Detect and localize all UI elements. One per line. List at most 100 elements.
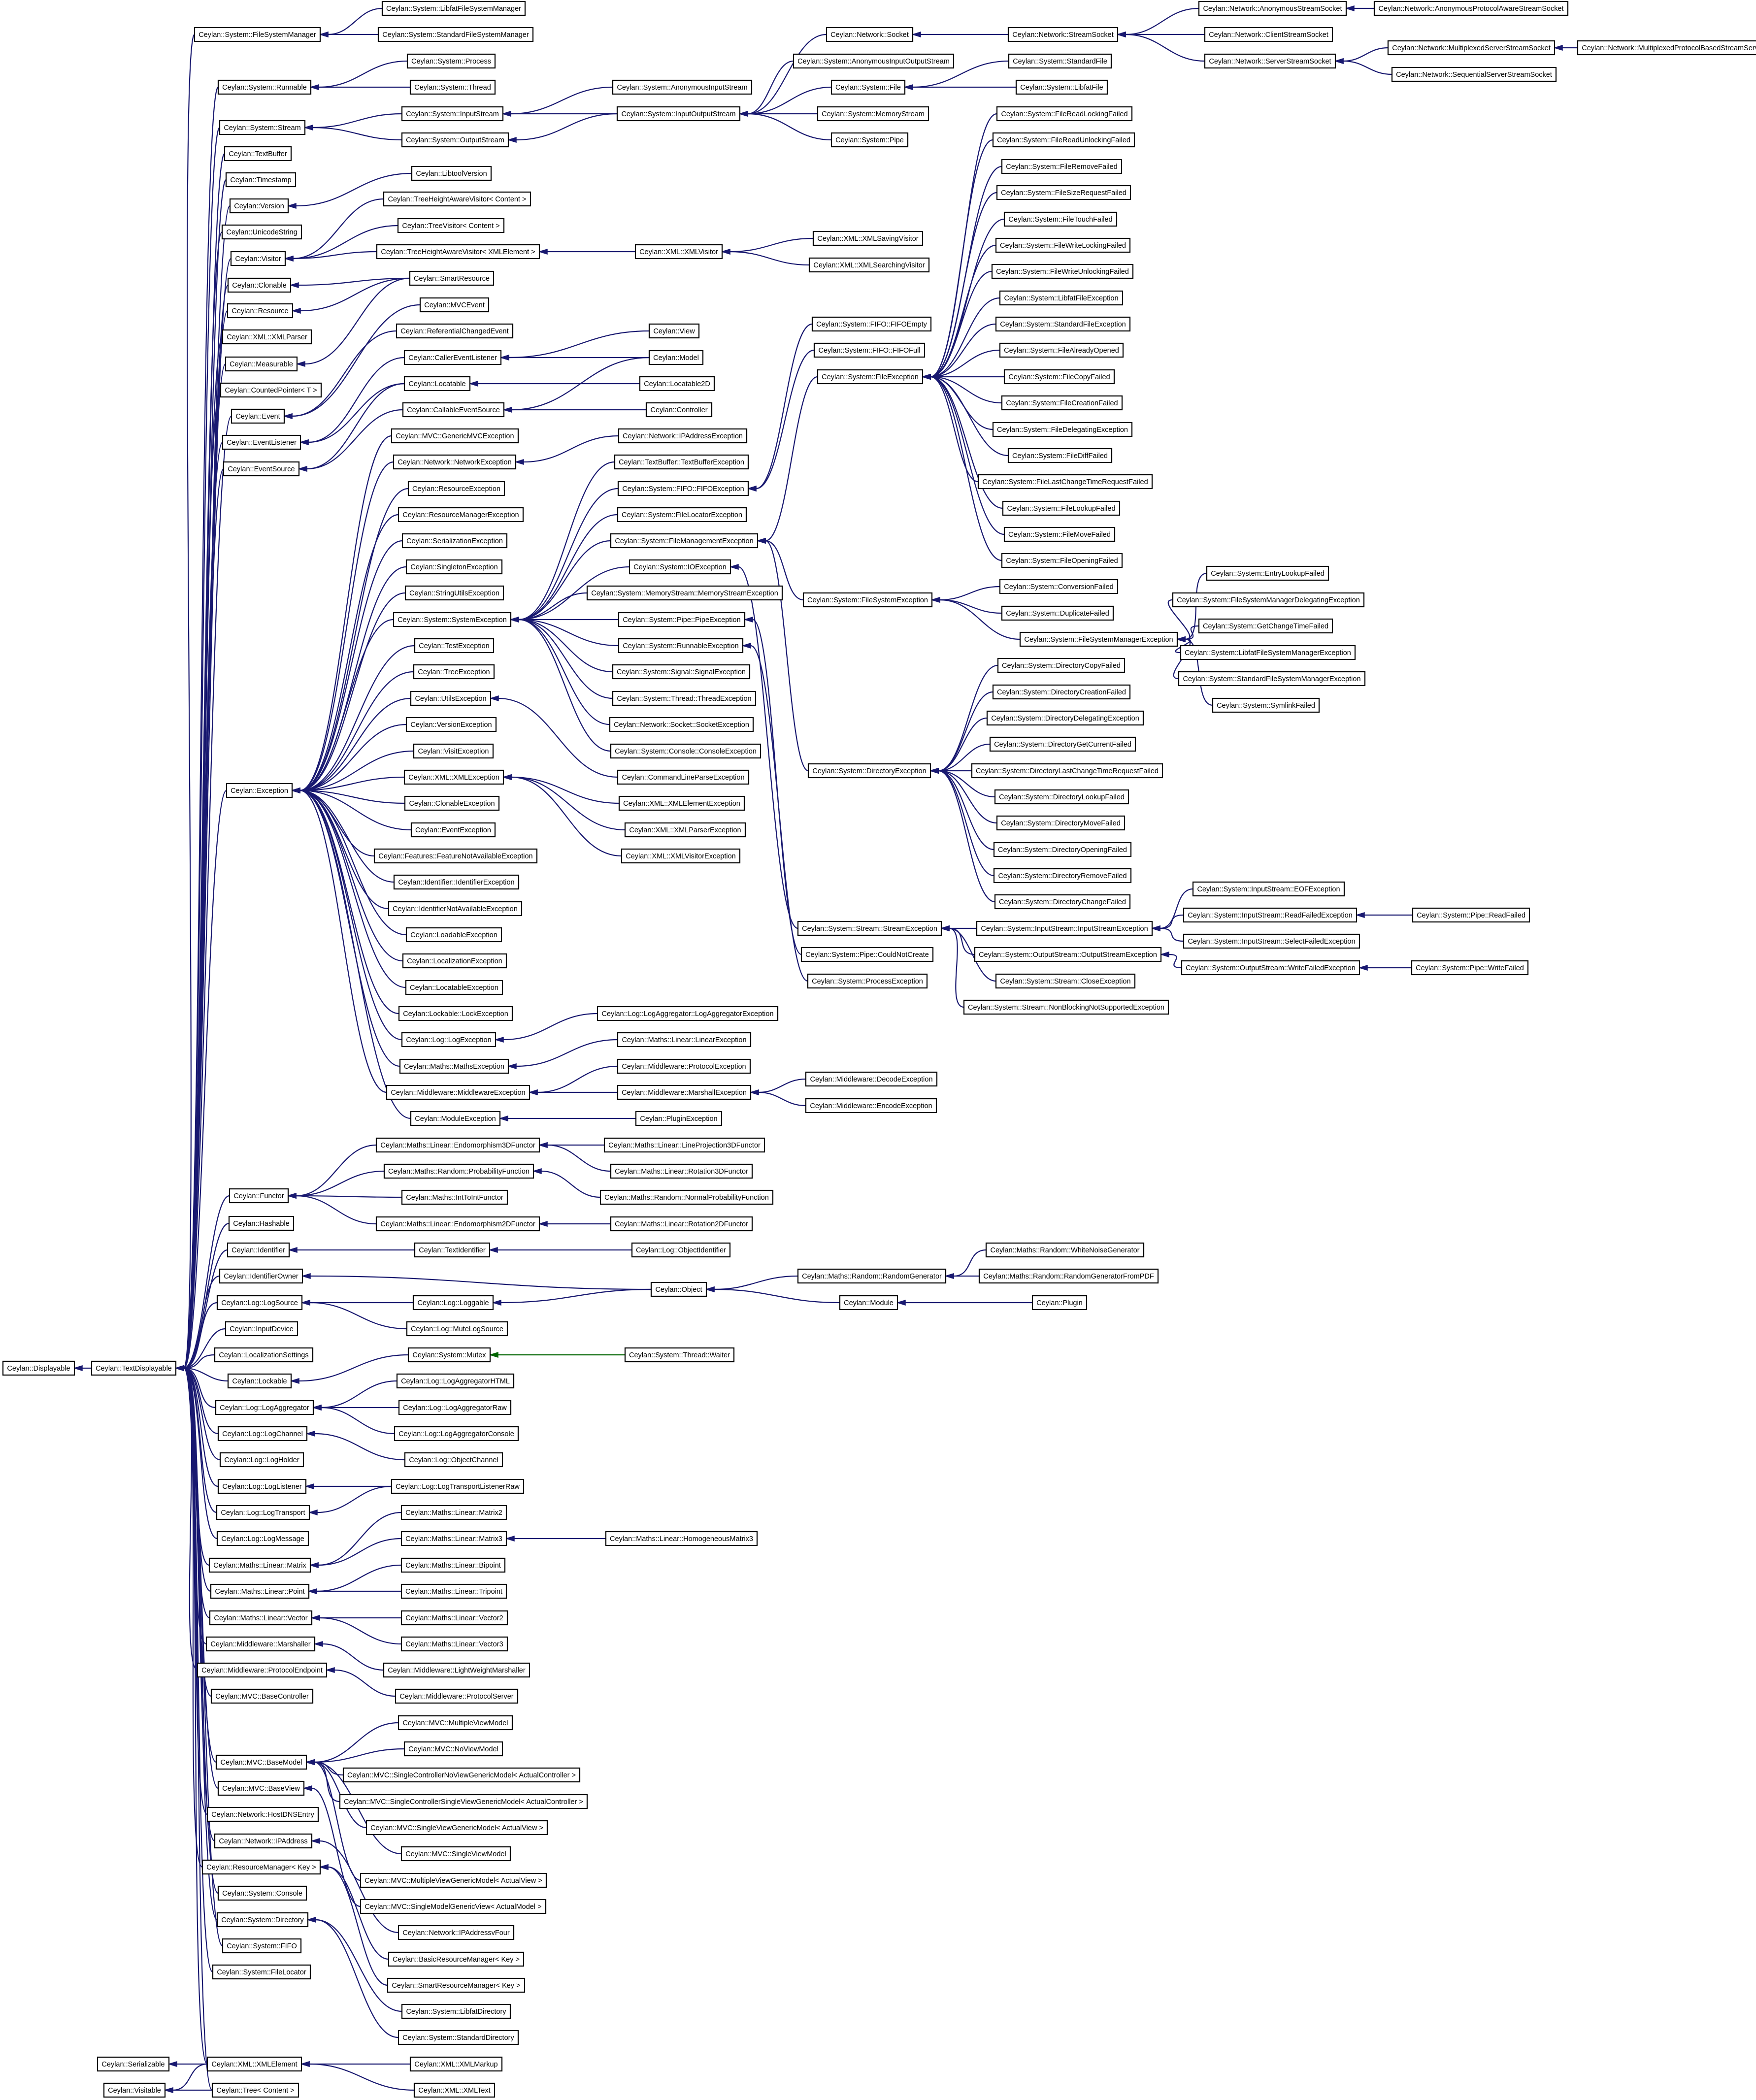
class-node-thread-exception[interactable]: Ceylan::System::Thread::ThreadException [612,690,757,706]
class-node-log-listener[interactable]: Ceylan::Log::LogListener [217,1478,307,1494]
class-node-server-stream-socket[interactable]: Ceylan::Network::ServerStreamSocket [1204,53,1336,69]
class-node-log-aggregator-html[interactable]: Ceylan::Log::LogAggregatorHTML [396,1373,515,1389]
class-node-xml-text[interactable]: Ceylan::XML::XMLText [413,2082,496,2098]
class-node-resource-manager-key[interactable]: Ceylan::ResourceManager< Key > [201,1859,321,1875]
class-node-linear-matrix3[interactable]: Ceylan::Maths::Linear::Matrix3 [400,1531,507,1546]
class-node-mvc-single-view-model[interactable]: Ceylan::MVC::SingleViewModel [400,1846,511,1862]
class-node-network-ip-address[interactable]: Ceylan::Network::IPAddress [214,1833,313,1849]
class-node-standard-fsm[interactable]: Ceylan::System::StandardFileSystemManage… [377,27,534,42]
class-node-resource[interactable]: Ceylan::Resource [227,303,294,319]
class-node-directory-remove-failed[interactable]: Ceylan::System::DirectoryRemoveFailed [993,868,1132,884]
class-node-file-system-manager[interactable]: Ceylan::System::FileSystemManager [194,27,321,42]
class-node-encode-exception[interactable]: Ceylan::Middleware::EncodeException [805,1098,937,1114]
class-node-linear-point[interactable]: Ceylan::Maths::Linear::Point [210,1583,310,1599]
class-node-tree-height-visitor-xml[interactable]: Ceylan::TreeHeightAwareVisitor< XMLEleme… [376,244,540,260]
class-node-measurable[interactable]: Ceylan::Measurable [225,356,298,372]
class-node-libtool-version[interactable]: Ceylan::LibtoolVersion [411,165,492,181]
class-node-marshaller[interactable]: Ceylan::Middleware::Marshaller [205,1636,316,1652]
class-node-log-holder[interactable]: Ceylan::Log::LogHolder [219,1452,304,1468]
class-node-mvc-base-view[interactable]: Ceylan::MVC::BaseView [217,1780,305,1796]
class-node-file-last-change-time-failed[interactable]: Ceylan::System::FileLastChangeTimeReques… [977,474,1153,490]
class-node-protocol-endpoint[interactable]: Ceylan::Middleware::ProtocolEndpoint [197,1662,328,1678]
class-node-white-noise-generator[interactable]: Ceylan::Maths::Random::WhiteNoiseGenerat… [985,1242,1145,1258]
class-node-linear-vector2[interactable]: Ceylan::Maths::Linear::Vector2 [400,1610,508,1626]
class-node-event-source[interactable]: Ceylan::EventSource [223,461,300,477]
class-node-pipe-exception[interactable]: Ceylan::System::Pipe::PipeException [618,612,746,627]
class-node-directory-copy-failed[interactable]: Ceylan::System::DirectoryCopyFailed [997,657,1126,673]
class-node-basic-resource-manager[interactable]: Ceylan::BasicResourceManager< Key > [388,1951,525,1967]
class-node-process-exception[interactable]: Ceylan::System::ProcessException [807,973,928,989]
class-node-runnable-exception[interactable]: Ceylan::System::RunnableException [618,638,744,654]
class-node-random-generator-from-pdf[interactable]: Ceylan::Maths::Random::RandomGeneratorFr… [978,1268,1159,1284]
class-node-mute-log-source[interactable]: Ceylan::Log::MuteLogSource [406,1321,508,1337]
class-node-network-exception[interactable]: Ceylan::Network::NetworkException [393,454,517,470]
class-node-log-aggregator-exception[interactable]: Ceylan::Log::LogAggregator::LogAggregato… [596,1006,779,1021]
class-node-stream[interactable]: Ceylan::System::Stream [219,120,306,135]
class-node-input-output-stream[interactable]: Ceylan::System::InputOutputStream [616,106,741,122]
class-node-linear-matrix2[interactable]: Ceylan::Maths::Linear::Matrix2 [400,1505,507,1520]
class-node-file-exception[interactable]: Ceylan::System::FileException [817,369,924,385]
class-node-singleton-exception[interactable]: Ceylan::SingletonException [405,559,503,575]
class-node-file-already-opened[interactable]: Ceylan::System::FileAlreadyOpened [999,342,1124,358]
class-node-object-identifier[interactable]: Ceylan::Log::ObjectIdentifier [631,1242,731,1258]
class-node-file-move-failed[interactable]: Ceylan::System::FileMoveFailed [1003,526,1116,542]
class-node-file-remove-failed[interactable]: Ceylan::System::FileRemoveFailed [1001,159,1123,174]
class-node-duplicate-failed[interactable]: Ceylan::System::DuplicateFailed [1001,605,1114,621]
class-node-locatable-exception[interactable]: Ceylan::LocatableException [405,980,503,995]
class-node-sequential-server-socket[interactable]: Ceylan::Network::SequentialServerStreamS… [1391,66,1557,82]
class-node-system-directory[interactable]: Ceylan::System::Directory [216,1912,309,1928]
class-node-xml-visitor[interactable]: Ceylan::XML::XMLVisitor [634,244,723,260]
class-node-anonymous-io-stream[interactable]: Ceylan::System::AnonymousInputOutputStre… [793,53,955,69]
class-node-command-line-parse-exception[interactable]: Ceylan::CommandLineParseException [617,769,750,785]
class-node-eof-exception[interactable]: Ceylan::System::InputStream::EOFExceptio… [1192,881,1345,897]
class-node-text-identifier[interactable]: Ceylan::TextIdentifier [414,1242,491,1258]
class-node-network-socket[interactable]: Ceylan::Network::Socket [826,27,914,42]
class-node-signal-exception[interactable]: Ceylan::System::Signal::SignalException [612,664,751,680]
class-node-file-delegating-exception[interactable]: Ceylan::System::FileDelegatingException [992,422,1133,437]
class-node-identifier-owner[interactable]: Ceylan::IdentifierOwner [219,1268,303,1284]
class-node-visit-exception[interactable]: Ceylan::VisitException [413,743,494,759]
class-node-clonable[interactable]: Ceylan::Clonable [227,277,292,293]
class-node-tree-visitor-content[interactable]: Ceylan::TreeVisitor< Content > [397,218,505,233]
class-node-output-stream-exception[interactable]: Ceylan::System::OutputStream::OutputStre… [974,947,1162,962]
class-node-endomorphism3d-functor[interactable]: Ceylan::Maths::Linear::Endomorphism3DFun… [375,1137,540,1153]
class-node-smart-resource[interactable]: Ceylan::SmartResource [409,270,495,286]
class-node-xml-visitor-exception[interactable]: Ceylan::XML::XMLVisitorException [621,848,741,864]
class-node-endomorphism2d-functor[interactable]: Ceylan::Maths::Linear::Endomorphism2DFun… [375,1216,540,1232]
class-node-thread-waiter[interactable]: Ceylan::System::Thread::Waiter [624,1347,735,1363]
class-node-homogeneous-matrix3[interactable]: Ceylan::Maths::Linear::HomogeneousMatrix… [605,1531,758,1546]
class-node-utils-exception[interactable]: Ceylan::UtilsException [410,690,492,706]
class-node-get-change-time-failed[interactable]: Ceylan::System::GetChangeTimeFailed [1198,618,1333,634]
class-node-unicode-string[interactable]: Ceylan::UnicodeString [221,224,302,240]
class-node-version[interactable]: Ceylan::Version [229,198,289,214]
class-node-probability-function[interactable]: Ceylan::Maths::Random::ProbabilityFuncti… [383,1163,534,1179]
class-node-log-transport[interactable]: Ceylan::Log::LogTransport [216,1505,310,1520]
class-node-memory-stream-exception[interactable]: Ceylan::System::MemoryStream::MemoryStre… [586,585,783,601]
class-node-xml-parser-exception[interactable]: Ceylan::XML::XMLParserException [624,822,746,838]
class-node-file-diff-failed[interactable]: Ceylan::System::FileDiffFailed [1007,448,1113,463]
class-node-close-exception[interactable]: Ceylan::System::Stream::CloseException [995,973,1136,989]
class-node-system-file[interactable]: Ceylan::System::File [830,79,906,95]
class-node-view[interactable]: Ceylan::View [648,323,700,339]
class-node-libfat-file-exception[interactable]: Ceylan::System::LibfatFileException [999,290,1124,306]
class-node-event[interactable]: Ceylan::Event [231,408,285,424]
class-node-directory-change-failed[interactable]: Ceylan::System::DirectoryChangeFailed [994,894,1131,910]
class-node-ip-address-exception[interactable]: Ceylan::Network::IPAddressException [618,428,748,444]
class-node-mvc-multiple-view-generic[interactable]: Ceylan::MVC::MultipleViewGenericModel< A… [360,1872,547,1888]
class-node-decode-exception[interactable]: Ceylan::Middleware::DecodeException [805,1071,938,1087]
class-node-system-file-locator[interactable]: Ceylan::System::FileLocator [212,1964,311,1980]
class-node-console-exception[interactable]: Ceylan::System::Console::ConsoleExceptio… [610,743,762,759]
class-node-directory-move-failed[interactable]: Ceylan::System::DirectoryMoveFailed [996,815,1126,831]
class-node-system-console[interactable]: Ceylan::System::Console [217,1885,307,1901]
class-node-log-aggregator[interactable]: Ceylan::Log::LogAggregator [215,1400,314,1415]
class-node-file-touch-failed[interactable]: Ceylan::System::FileTouchFailed [1003,211,1118,227]
class-node-locatable[interactable]: Ceylan::Locatable [403,376,471,392]
class-node-caller-event-listener[interactable]: Ceylan::CallerEventListener [403,350,502,365]
class-node-pipe-could-not-create[interactable]: Ceylan::System::Pipe::CouldNotCreate [800,947,934,962]
class-node-client-stream-socket[interactable]: Ceylan::Network::ClientStreamSocket [1204,27,1333,42]
class-node-anonymous-protocol-aware-socket[interactable]: Ceylan::Network::AnonymousProtocolAwareS… [1373,0,1569,16]
class-node-standard-file[interactable]: Ceylan::System::StandardFile [1008,53,1112,69]
class-node-text-displayable[interactable]: Ceylan::TextDisplayable [91,1360,177,1376]
class-node-pipe-write-failed[interactable]: Ceylan::System::Pipe::WriteFailed [1411,960,1529,976]
class-node-lockable[interactable]: Ceylan::Lockable [227,1373,292,1389]
